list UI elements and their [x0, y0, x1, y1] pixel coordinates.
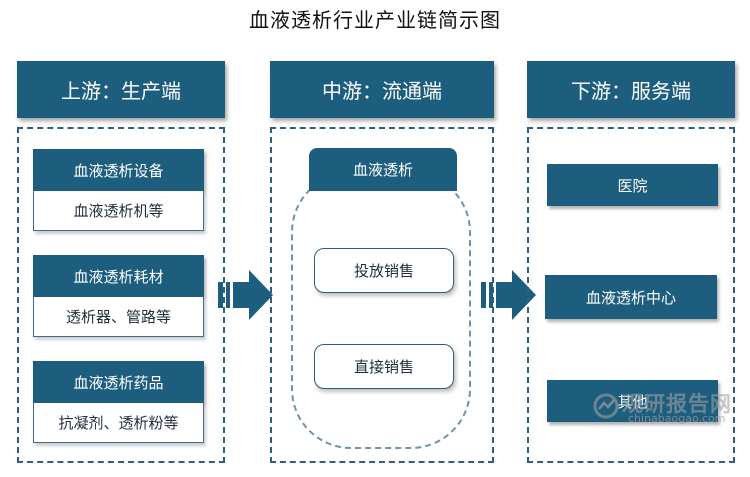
midstream-header: 中游：流通端 [270, 61, 494, 118]
upstream-card-consumables: 血液透析耗材 透析器、管路等 [33, 255, 204, 337]
channel-item: 投放销售 [314, 248, 454, 293]
upstream-header: 上游：生产端 [17, 61, 225, 118]
service-item-center: 血液透析中心 [545, 275, 717, 319]
service-item-other: 其他 [547, 380, 718, 422]
page-title: 血液透析行业产业链简示图 [249, 8, 501, 32]
card-head: 血液透析耗材 [33, 255, 204, 297]
flow-arrow-icon [481, 270, 536, 320]
card-body: 血液透析机等 [33, 191, 204, 231]
midstream-capsule [291, 172, 471, 449]
channel-item: 直接销售 [314, 344, 454, 389]
card-body: 抗凝剂、透析粉等 [33, 403, 204, 443]
flow-arrow-icon [218, 270, 273, 320]
midstream-tab: 血液透析 [309, 148, 457, 191]
card-head: 血液透析设备 [33, 149, 204, 191]
card-body: 透析器、管路等 [33, 297, 204, 337]
downstream-box [527, 127, 735, 463]
service-item-hospital: 医院 [547, 164, 718, 206]
downstream-header: 下游：服务端 [527, 61, 735, 118]
upstream-box [17, 127, 225, 463]
card-head: 血液透析药品 [33, 361, 204, 403]
upstream-card-equipment: 血液透析设备 血液透析机等 [33, 149, 204, 231]
upstream-card-drugs: 血液透析药品 抗凝剂、透析粉等 [33, 361, 204, 443]
